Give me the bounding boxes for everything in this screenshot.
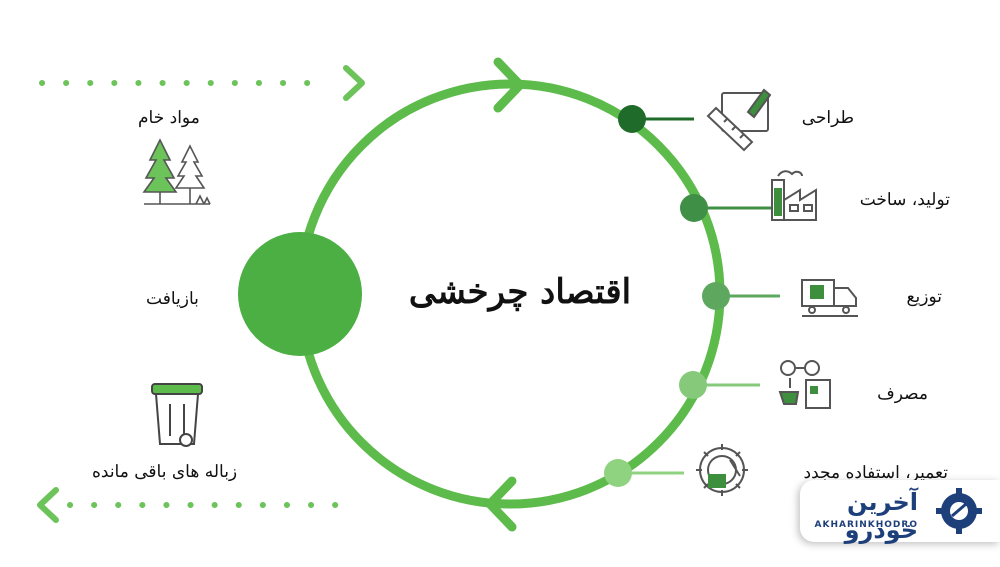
stage-connectors	[618, 117, 780, 475]
stage-dot-repair	[604, 459, 632, 487]
brand-logo: آخرین خودرو AKHARINKHODRO	[800, 480, 1000, 544]
stage-dot-consumption	[679, 371, 707, 399]
residual-waste-label: زباله های باقی مانده	[92, 462, 238, 482]
recycling-node	[238, 232, 362, 356]
recycling-label: بازیافت	[146, 289, 199, 309]
trash-bin-icon	[151, 383, 203, 447]
stage-dot-design	[618, 105, 646, 133]
brand-logo-subtext: AKHARINKHODRO	[814, 520, 918, 530]
diagram-title: اقتصاد چرخشی	[408, 272, 632, 312]
brand-gear-icon	[936, 488, 982, 534]
trees-icon	[142, 138, 211, 205]
delivery-truck-icon	[801, 279, 858, 317]
brand-logo-text: آخرین خودرو	[844, 488, 918, 544]
stage-label-distribution: توزیع	[906, 287, 942, 307]
stage-dot-production	[680, 194, 708, 222]
cycle-arrowhead-top	[493, 57, 525, 113]
stage-label-repair: تعمیر، استفاده مجدد	[803, 463, 949, 483]
stage-dot-distribution	[702, 282, 730, 310]
stage-label-production: تولید، ساخت	[859, 190, 950, 210]
factory-icon	[771, 170, 817, 221]
design-ruler-icon	[706, 88, 772, 152]
consumer-cart-icon	[778, 360, 831, 409]
waste-outflow-arrow	[37, 487, 361, 523]
stage-label-design: طراحی	[801, 108, 854, 128]
raw-material-inflow-arrow	[39, 65, 365, 101]
repair-gear-icon	[696, 444, 748, 496]
stage-label-consumption: مصرف	[877, 384, 928, 404]
raw-materials-label: مواد خام	[138, 108, 200, 128]
cycle-arrowhead-bottom	[485, 476, 517, 532]
